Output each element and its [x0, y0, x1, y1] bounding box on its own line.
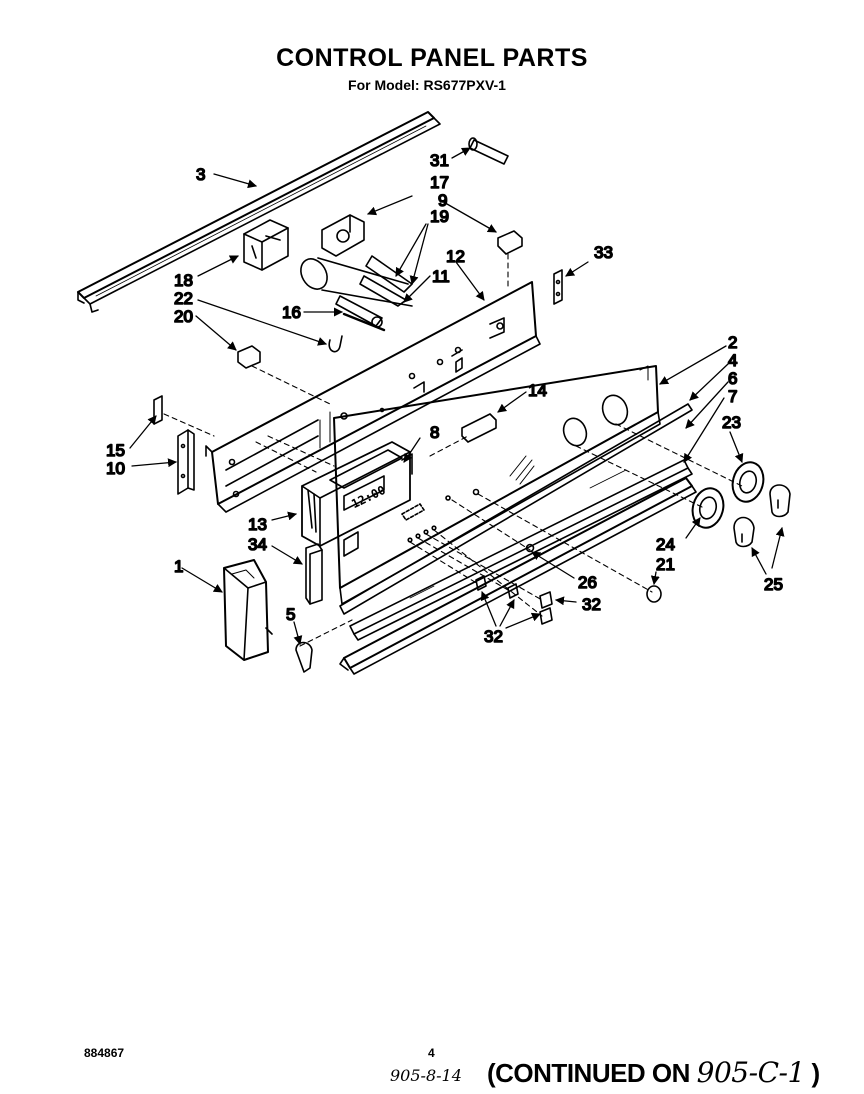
callout-6: 6 [728, 369, 737, 388]
callout-1: 1 [174, 557, 183, 576]
callout-19: 19 [430, 207, 449, 226]
document-number: 884867 [84, 1046, 125, 1060]
retaining-clip-part [295, 641, 313, 673]
rear-control-bracket [205, 281, 541, 513]
control-knob-lower [733, 516, 755, 548]
control-knob-upper [769, 484, 791, 518]
callout-25: 25 [764, 575, 783, 594]
callout-4: 4 [728, 351, 737, 370]
callout-16: 16 [282, 303, 301, 322]
callout-32-bottom: 32 [484, 627, 503, 646]
mounting-plate-part [305, 543, 323, 605]
front-control-panel [333, 365, 661, 605]
continued-suffix: ) [811, 1058, 821, 1088]
rod-pin-part [468, 137, 509, 165]
callout-34: 34 [248, 535, 267, 554]
top-trim-strip [77, 111, 441, 313]
transformer-part [243, 219, 289, 271]
alignment-lines [163, 253, 743, 647]
page-title: CONTROL PANEL PARTS [276, 44, 588, 72]
continued-prefix: (CONTINUED ON [487, 1058, 690, 1088]
callout-33: 33 [594, 243, 613, 262]
callout-31: 31 [430, 151, 449, 170]
screws-part [475, 575, 553, 625]
nut-part [646, 585, 662, 603]
wire-harness-part [300, 255, 413, 332]
clock-display-text: 12:00 [349, 483, 388, 511]
callout-7: 7 [728, 387, 737, 406]
lower-trim-strips [339, 403, 697, 675]
clip-part [497, 230, 523, 255]
knob-bezel-right [731, 461, 765, 503]
callout-9: 9 [438, 191, 447, 210]
callout-8: 8 [430, 423, 439, 442]
selector-switch-part [321, 214, 365, 257]
terminal-block-part [237, 345, 261, 369]
end-bracket-part [553, 269, 563, 305]
side-panel-bracket [223, 559, 273, 661]
callout-13: 13 [248, 515, 267, 534]
callout-24: 24 [656, 535, 675, 554]
callout-5: 5 [286, 605, 295, 624]
wire-clip-part [328, 335, 343, 353]
handwritten-reference: 905-8-14 [390, 1066, 462, 1085]
callout-10: 10 [106, 459, 125, 478]
standoff-part [525, 543, 535, 553]
page-number: 4 [428, 1046, 435, 1060]
left-bracket-long [177, 429, 195, 495]
left-bracket-small [153, 395, 163, 425]
callout-3: 3 [196, 165, 205, 184]
push-switch-part [461, 413, 497, 443]
callout-22: 22 [174, 289, 193, 308]
continued-reference: 905-C-1 [696, 1056, 806, 1089]
callout-labels: 3 31 17 9 19 12 11 18 22 20 16 33 14 15 … [105, 150, 784, 647]
callout-18: 18 [174, 271, 193, 290]
callout-12: 12 [446, 247, 465, 266]
model-subtitle: For Model: RS677PXV-1 [348, 77, 506, 93]
callout-leaders [129, 147, 785, 645]
callout-15: 15 [106, 441, 125, 460]
callout-32-right: 32 [582, 595, 601, 614]
callout-14: 14 [528, 381, 547, 400]
knob-bezel-left [691, 487, 725, 529]
callout-2: 2 [728, 333, 737, 352]
callout-21: 21 [656, 555, 675, 574]
continued-note: (CONTINUED ON 905-C-1 ) [487, 1056, 820, 1089]
callout-23: 23 [722, 413, 741, 432]
clock-control-module [301, 441, 413, 547]
callout-20: 20 [174, 307, 193, 326]
callout-17: 17 [430, 173, 449, 192]
callout-11: 11 [432, 267, 450, 286]
callout-26: 26 [578, 573, 597, 592]
